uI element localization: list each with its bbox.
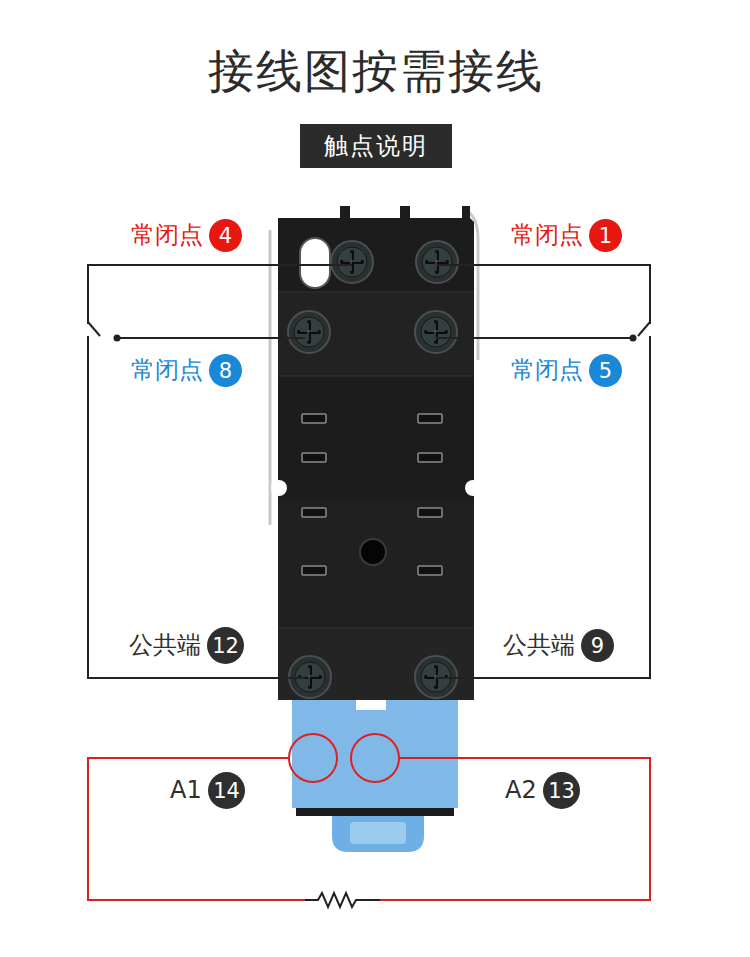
callout-number: 4 xyxy=(209,219,242,252)
terminal-label: 公共端 xyxy=(129,629,201,661)
socket-panel xyxy=(278,628,474,700)
contact-wires xyxy=(88,265,650,678)
coil-block xyxy=(292,700,458,808)
callout-text: 1 xyxy=(599,224,612,248)
callout-text: 12 xyxy=(212,634,239,658)
side-notch xyxy=(271,480,287,496)
terminal-label: 公共端 xyxy=(503,629,575,661)
mount-hole xyxy=(300,238,330,288)
contact-dot xyxy=(630,335,637,342)
callout-text: 5 xyxy=(599,359,612,383)
coil-wire xyxy=(380,758,650,900)
callout-text: 9 xyxy=(591,634,604,658)
terminal-label: 常闭点 xyxy=(511,219,583,251)
callout-number: 14 xyxy=(208,772,245,809)
resistor-symbol xyxy=(305,893,380,907)
terminal-label: A2 xyxy=(505,776,537,804)
terminal-label: A1 xyxy=(170,776,202,804)
callout-text: 13 xyxy=(548,779,575,803)
callout-number: 9 xyxy=(581,629,614,662)
callout-number: 12 xyxy=(207,627,244,664)
socket-panel xyxy=(278,500,474,628)
callout-number: 5 xyxy=(589,354,622,387)
callout-text: 14 xyxy=(213,779,240,803)
pin-slots xyxy=(302,414,442,575)
section-heading-box: 触点说明 xyxy=(300,124,452,168)
callout-number: 8 xyxy=(209,354,242,387)
callout-number: 13 xyxy=(543,772,580,809)
metal-clip xyxy=(269,230,272,525)
heading-text: 触点说明 xyxy=(324,130,428,162)
terminal-label: 常闭点 xyxy=(131,354,203,386)
callout-number: 1 xyxy=(589,219,622,252)
terminal-label: 常闭点 xyxy=(511,354,583,386)
page-title: 接线图按需接线 xyxy=(208,41,544,103)
release-tab xyxy=(332,816,424,852)
center-hole xyxy=(360,539,386,565)
terminal-mark xyxy=(351,734,399,782)
contact-dot xyxy=(114,335,121,342)
callout-text: 4 xyxy=(219,224,232,248)
callout-text: 8 xyxy=(219,359,232,383)
socket-panel xyxy=(278,292,474,376)
coil-wire xyxy=(88,758,305,900)
terminal-mark xyxy=(289,734,337,782)
socket-body xyxy=(278,206,474,700)
side-notch xyxy=(465,480,481,496)
terminal-label: 常闭点 xyxy=(131,219,203,251)
